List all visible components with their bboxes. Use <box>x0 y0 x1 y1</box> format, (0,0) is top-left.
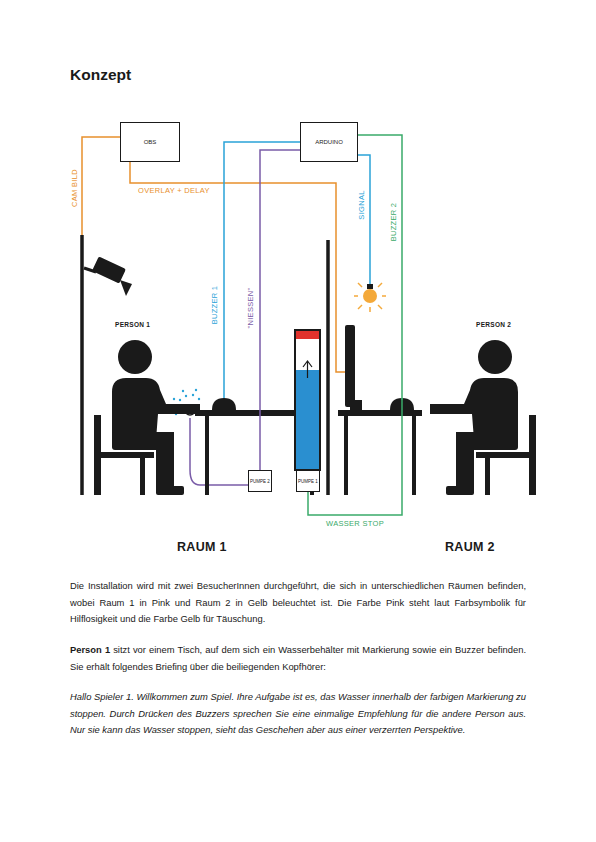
water-tube <box>295 330 320 470</box>
wire-label: OVERLAY + DELAY <box>136 186 212 195</box>
wire-label: WASSER STOP <box>326 519 384 528</box>
paragraph-emphasis: Person 1 <box>70 644 110 655</box>
monitor-stand <box>350 400 362 410</box>
box-label: PUMPE 1 <box>298 479 318 484</box>
room-divider <box>326 240 330 495</box>
cam-wire <box>82 137 120 235</box>
signal-wire <box>260 150 300 470</box>
device-box: ARDUINO <box>300 122 358 162</box>
box-label: OBS <box>144 139 157 145</box>
buzzer-1 <box>212 398 236 410</box>
person-figure <box>94 340 200 495</box>
body-paragraph: Hallo Spieler 1. Willkommen zum Spiel. I… <box>70 689 526 739</box>
box-label: ARDUINO <box>315 139 343 145</box>
page-title: Konzept <box>70 66 131 84</box>
signal-wire <box>358 155 370 286</box>
wire-label: SIGNAL <box>357 190 366 219</box>
device-box: OBS <box>120 122 180 162</box>
device-box: PUMPE 2 <box>248 470 272 492</box>
device-box: PUMPE 1 <box>296 470 320 492</box>
room-label: RAUM 2 <box>445 540 495 554</box>
table-right <box>338 410 422 495</box>
camera-icon <box>84 256 132 296</box>
paragraph-text: Die Installation wird mit zwei BesucherI… <box>70 580 526 624</box>
person-figure-2 <box>430 340 536 495</box>
room-label: RAUM 1 <box>177 540 227 554</box>
signal-wire <box>308 135 402 515</box>
wire-label: BUZZER 2 <box>389 203 398 242</box>
wire-line <box>260 150 300 470</box>
lamp-icon <box>354 283 386 312</box>
box-label: PUMPE 2 <box>250 479 270 484</box>
room-wall <box>80 235 84 495</box>
paragraph-text: sitzt vor einem Tisch, auf dem sich ein … <box>70 644 526 672</box>
wire-label: BUZZER 1 <box>210 286 219 325</box>
body-paragraph: Person 1sitzt vor einem Tisch, auf dem s… <box>70 642 526 675</box>
wire-line <box>308 135 402 515</box>
person-label: PERSON 2 <box>476 321 511 328</box>
briefing-text: Hallo Spieler 1. Willkommen zum Spiel. I… <box>70 691 526 735</box>
person-label: PERSON 1 <box>115 321 150 328</box>
buzzer1-wire <box>224 142 300 402</box>
sprayer-wire <box>190 418 248 485</box>
wire-label: "NIESSEN" <box>246 288 255 329</box>
monitor <box>345 325 355 407</box>
body-paragraph: Die Installation wird mit zwei BesucherI… <box>70 578 526 628</box>
wire-label: CAM BILD <box>70 169 79 207</box>
